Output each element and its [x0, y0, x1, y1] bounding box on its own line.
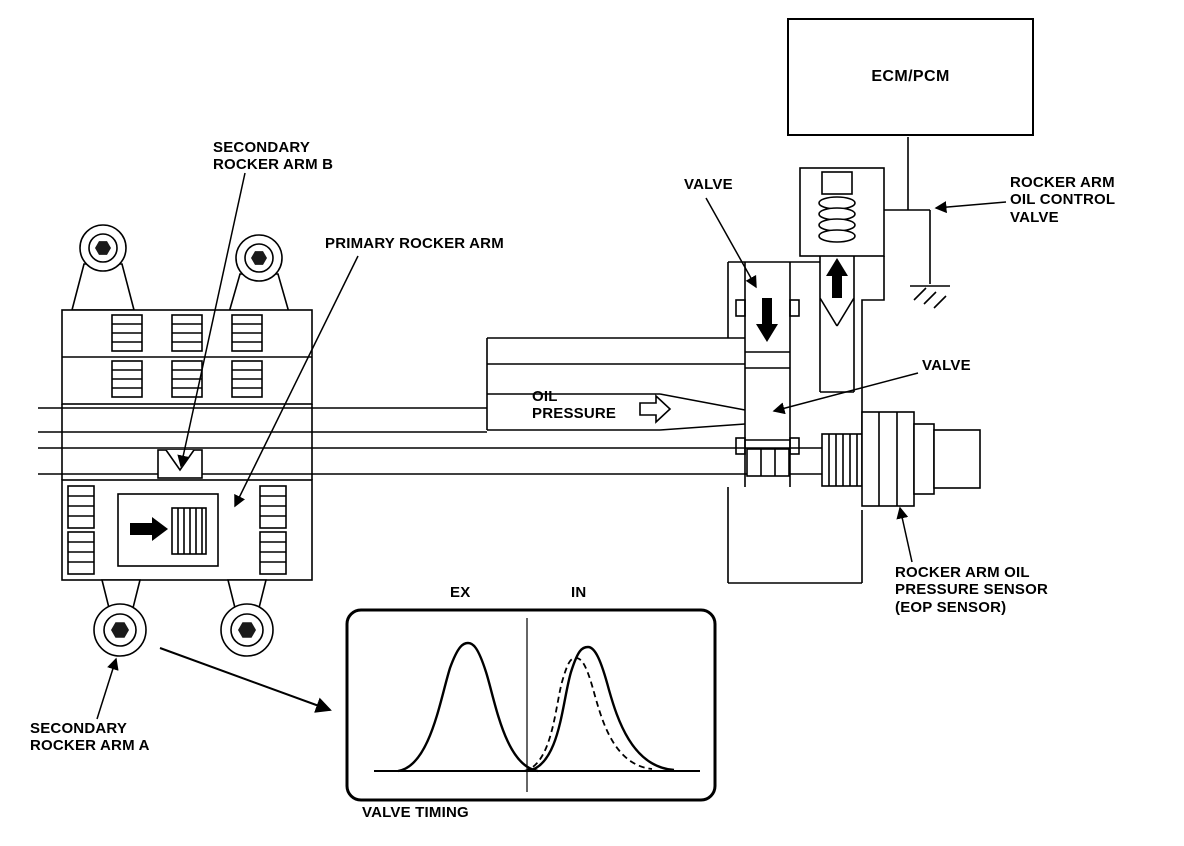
label-valve-timing: VALVE TIMING: [362, 804, 469, 821]
leader-valve-top: [705, 197, 757, 289]
label-ecm-pcm: ECM/PCM: [871, 68, 950, 85]
bolt-head-hex: [111, 622, 129, 638]
leader-eop-sensor: [896, 506, 913, 563]
label-oil-pressure: OIL PRESSURE: [532, 388, 617, 423]
oil-control-valve-assembly: [727, 167, 950, 584]
label-valve-right: VALVE: [922, 357, 971, 374]
oil-flow-arrow-up: [826, 258, 848, 298]
bolt-head-hex: [251, 251, 267, 265]
valve-body-outline: [727, 256, 885, 584]
leader-valve-right: [772, 372, 919, 415]
label-primary-rocker-arm: PRIMARY ROCKER ARM: [325, 235, 504, 252]
inset-frame: [345, 608, 717, 802]
label-rocker-arm-oil-control-valve: ROCKER ARM OIL CONTROL VALVE: [1010, 174, 1116, 226]
label-ex: EX: [450, 584, 471, 601]
leader-lines: [96, 172, 1007, 720]
in-cam-lobe-curve: [527, 645, 675, 773]
leader-valve-timing-inset: [159, 647, 332, 713]
eop-sensor: [821, 411, 981, 507]
piston-flow-arrow: [130, 517, 168, 541]
sensor-threads: [821, 433, 863, 487]
in-cam-lobe-curve-dashed: [523, 657, 653, 772]
label-secondary-rocker-arm-b: SECONDARY ROCKER ARM B: [213, 139, 334, 174]
label-valve-top: VALVE: [684, 176, 733, 193]
sensor-connector: [933, 429, 981, 489]
synchronizing-piston: [171, 507, 207, 555]
valve-timing-inset: [345, 608, 717, 802]
sensor-neck: [913, 423, 935, 495]
lower-block: [61, 479, 313, 581]
solenoid-coil: [818, 196, 856, 243]
label-in: IN: [571, 584, 587, 601]
ground-symbol: [910, 285, 950, 309]
leader-primary-rocker-arm: [234, 255, 359, 508]
leader-oil-control-valve: [934, 201, 1007, 214]
ex-cam-lobe-curve: [397, 641, 539, 773]
label-secondary-rocker-arm-a: SECONDARY ROCKER ARM A: [30, 720, 150, 755]
oil-pipes: [38, 337, 822, 475]
oil-flow-arrow-down: [756, 298, 778, 342]
bolt-head-hex: [238, 622, 256, 638]
leader-secondary-rocker-arm-b: [177, 172, 246, 468]
sensor-hex: [861, 411, 915, 507]
ecm-pcm-box: ECM/PCM: [787, 18, 1034, 136]
synchronizing-piston-housing: [117, 493, 219, 567]
label-eop-sensor: ROCKER ARM OIL PRESSURE SENSOR (EOP SENS…: [895, 564, 1049, 616]
valve-spool: [735, 261, 800, 487]
check-valve-channel: [819, 256, 855, 393]
oil-pressure-flow-arrow: [639, 394, 672, 424]
ground-wire: [884, 209, 931, 284]
solenoid-armature: [821, 171, 853, 195]
rocker-arm-assembly: [61, 224, 313, 657]
bolt-head-hex: [95, 241, 111, 255]
leader-secondary-rocker-arm-a: [96, 657, 119, 720]
